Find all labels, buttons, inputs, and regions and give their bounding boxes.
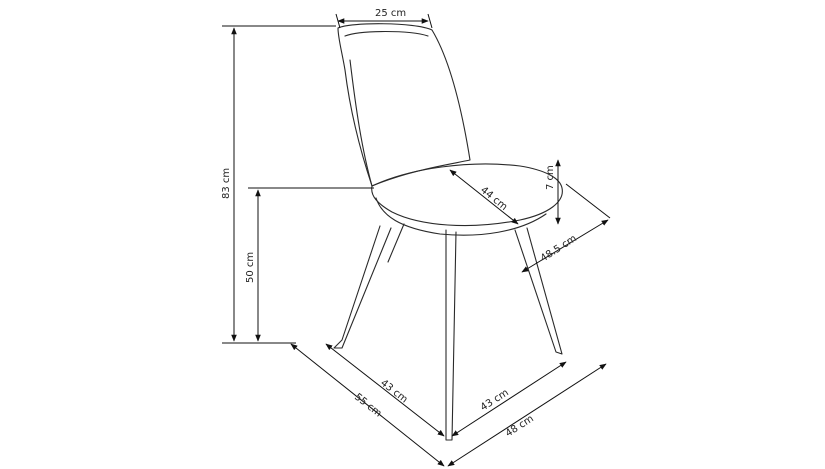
dim-seat-depth: 44 cm bbox=[449, 169, 519, 225]
label-seat-width: 48.5 cm bbox=[539, 233, 579, 264]
backrest-seam bbox=[349, 59, 373, 187]
label-leg-depth: 43 cm bbox=[378, 378, 409, 406]
leg-back-left bbox=[387, 223, 405, 263]
label-seat-depth: 44 cm bbox=[478, 185, 509, 213]
leg-front-left bbox=[333, 225, 392, 349]
seat-shell-bottom bbox=[375, 197, 547, 236]
label-overall-width: 48 cm bbox=[504, 413, 536, 439]
dim-total-height: 83 cm bbox=[221, 25, 336, 344]
label-seat-height: 50 cm bbox=[245, 252, 256, 283]
dim-seat-thickness: 7 cm bbox=[545, 159, 561, 225]
dim-overall-depth: 55 cm bbox=[290, 343, 445, 467]
dim-leg-width: 43 cm bbox=[451, 361, 567, 437]
backrest-shell bbox=[337, 23, 471, 187]
seat-cushion bbox=[371, 163, 563, 227]
dim-backrest-width: 25 cm bbox=[335, 8, 433, 29]
leg-front-right bbox=[445, 229, 457, 441]
label-total-height: 83 cm bbox=[221, 168, 232, 199]
label-backrest-width: 25 cm bbox=[375, 8, 406, 19]
dim-seat-height: 50 cm bbox=[245, 187, 374, 342]
label-seat-thickness: 7 cm bbox=[545, 165, 556, 190]
leg-back-right bbox=[514, 227, 563, 355]
dim-leg-depth: 43 cm bbox=[325, 343, 445, 437]
dim-overall-width: 48 cm bbox=[447, 363, 607, 467]
label-overall-depth: 55 cm bbox=[352, 392, 383, 420]
backrest-inner-line bbox=[344, 30, 429, 37]
